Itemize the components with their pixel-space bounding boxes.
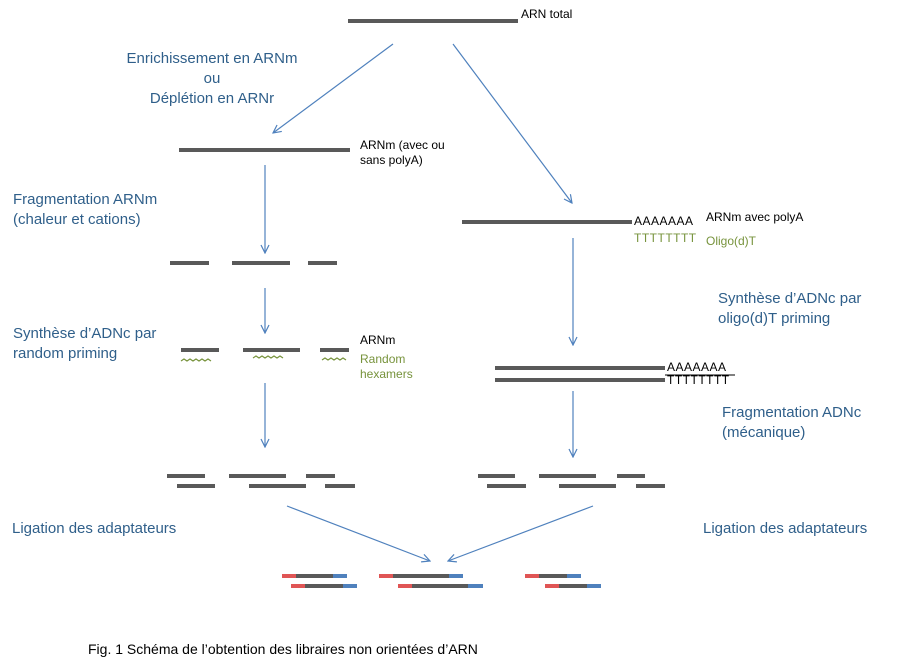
random-hexamers-line-2: hexamers: [360, 367, 413, 381]
arrow-right-branch: [452, 43, 572, 203]
fragmentation-arnm-label: Fragmentation ARNm (chaleur et cations): [13, 190, 157, 230]
fragmentation-arnm-line-2: (chaleur et cations): [13, 211, 141, 228]
fragmentation-arnm-line-1: Fragmentation ARNm: [13, 191, 158, 208]
cdna-polya-label: AAAAAAA: [667, 360, 727, 374]
fragmentation-adnc-line-2: (mécanique): [722, 424, 806, 441]
library-fragment: [525, 574, 601, 588]
arrow-left-branch: [273, 43, 394, 133]
arrow-right-ligation: [448, 505, 594, 561]
oligo-dt-priming-label: Synthèse d’ADNc par oligo(d)T priming: [718, 289, 861, 329]
arn-total-label: ARN total: [521, 7, 573, 21]
arnm-product-line-1: ARNm (avec ou: [360, 138, 445, 152]
library-fragment: [282, 574, 357, 588]
library-fragment: [379, 574, 483, 588]
arrow-left-ligation: [286, 505, 430, 561]
ligation-left-label: Ligation des adaptateurs: [12, 520, 177, 537]
polya-tail-label: AAAAAAA: [634, 214, 694, 228]
random-hexamer: [180, 358, 212, 362]
cdna-polyt-label: TTTTTTTT: [667, 373, 730, 387]
oligo-dt-sequence: TTTTTTTT: [634, 231, 697, 245]
oligo-dt-label: Oligo(d)T: [706, 234, 757, 248]
enrichment-line-1: Enrichissement en ARNm: [126, 50, 298, 67]
random-priming-line-1: Synthèse d’ADNc par: [13, 325, 157, 342]
random-priming-label: Synthèse d’ADNc par random priming: [13, 324, 156, 364]
enrichment-line-2: ou: [203, 70, 221, 87]
oligo-dt-priming-line-1: Synthèse d’ADNc par: [718, 290, 862, 307]
oligo-dt-priming-line-2: oligo(d)T priming: [718, 310, 831, 327]
random-hexamer: [321, 357, 347, 361]
fragmentation-adnc-line-1: Fragmentation ADNc: [722, 404, 862, 421]
arnm-polya-label: ARNm avec polyA: [706, 210, 804, 224]
arnm-product-line-2: sans polyA): [360, 153, 423, 167]
random-priming-line-2: random priming: [13, 345, 118, 362]
enrichment-step-label: Enrichissement en ARNm ou Déplétion en A…: [117, 49, 307, 109]
fragmentation-adnc-label: Fragmentation ADNc (mécanique): [722, 403, 861, 443]
arnm-fragment-label: ARNm: [360, 333, 396, 347]
enrichment-line-3: Déplétion en ARNr: [149, 90, 275, 107]
random-hexamer: [252, 355, 284, 359]
ligation-right-label: Ligation des adaptateurs: [703, 520, 868, 537]
figure-caption: Fig. 1 Schéma de l’obtention des librair…: [88, 641, 478, 657]
random-hexamers-line-1: Random: [360, 352, 406, 366]
random-hexamers-label: Random hexamers: [360, 352, 413, 382]
arnm-product-label: ARNm (avec ou sans polyA): [360, 138, 445, 168]
